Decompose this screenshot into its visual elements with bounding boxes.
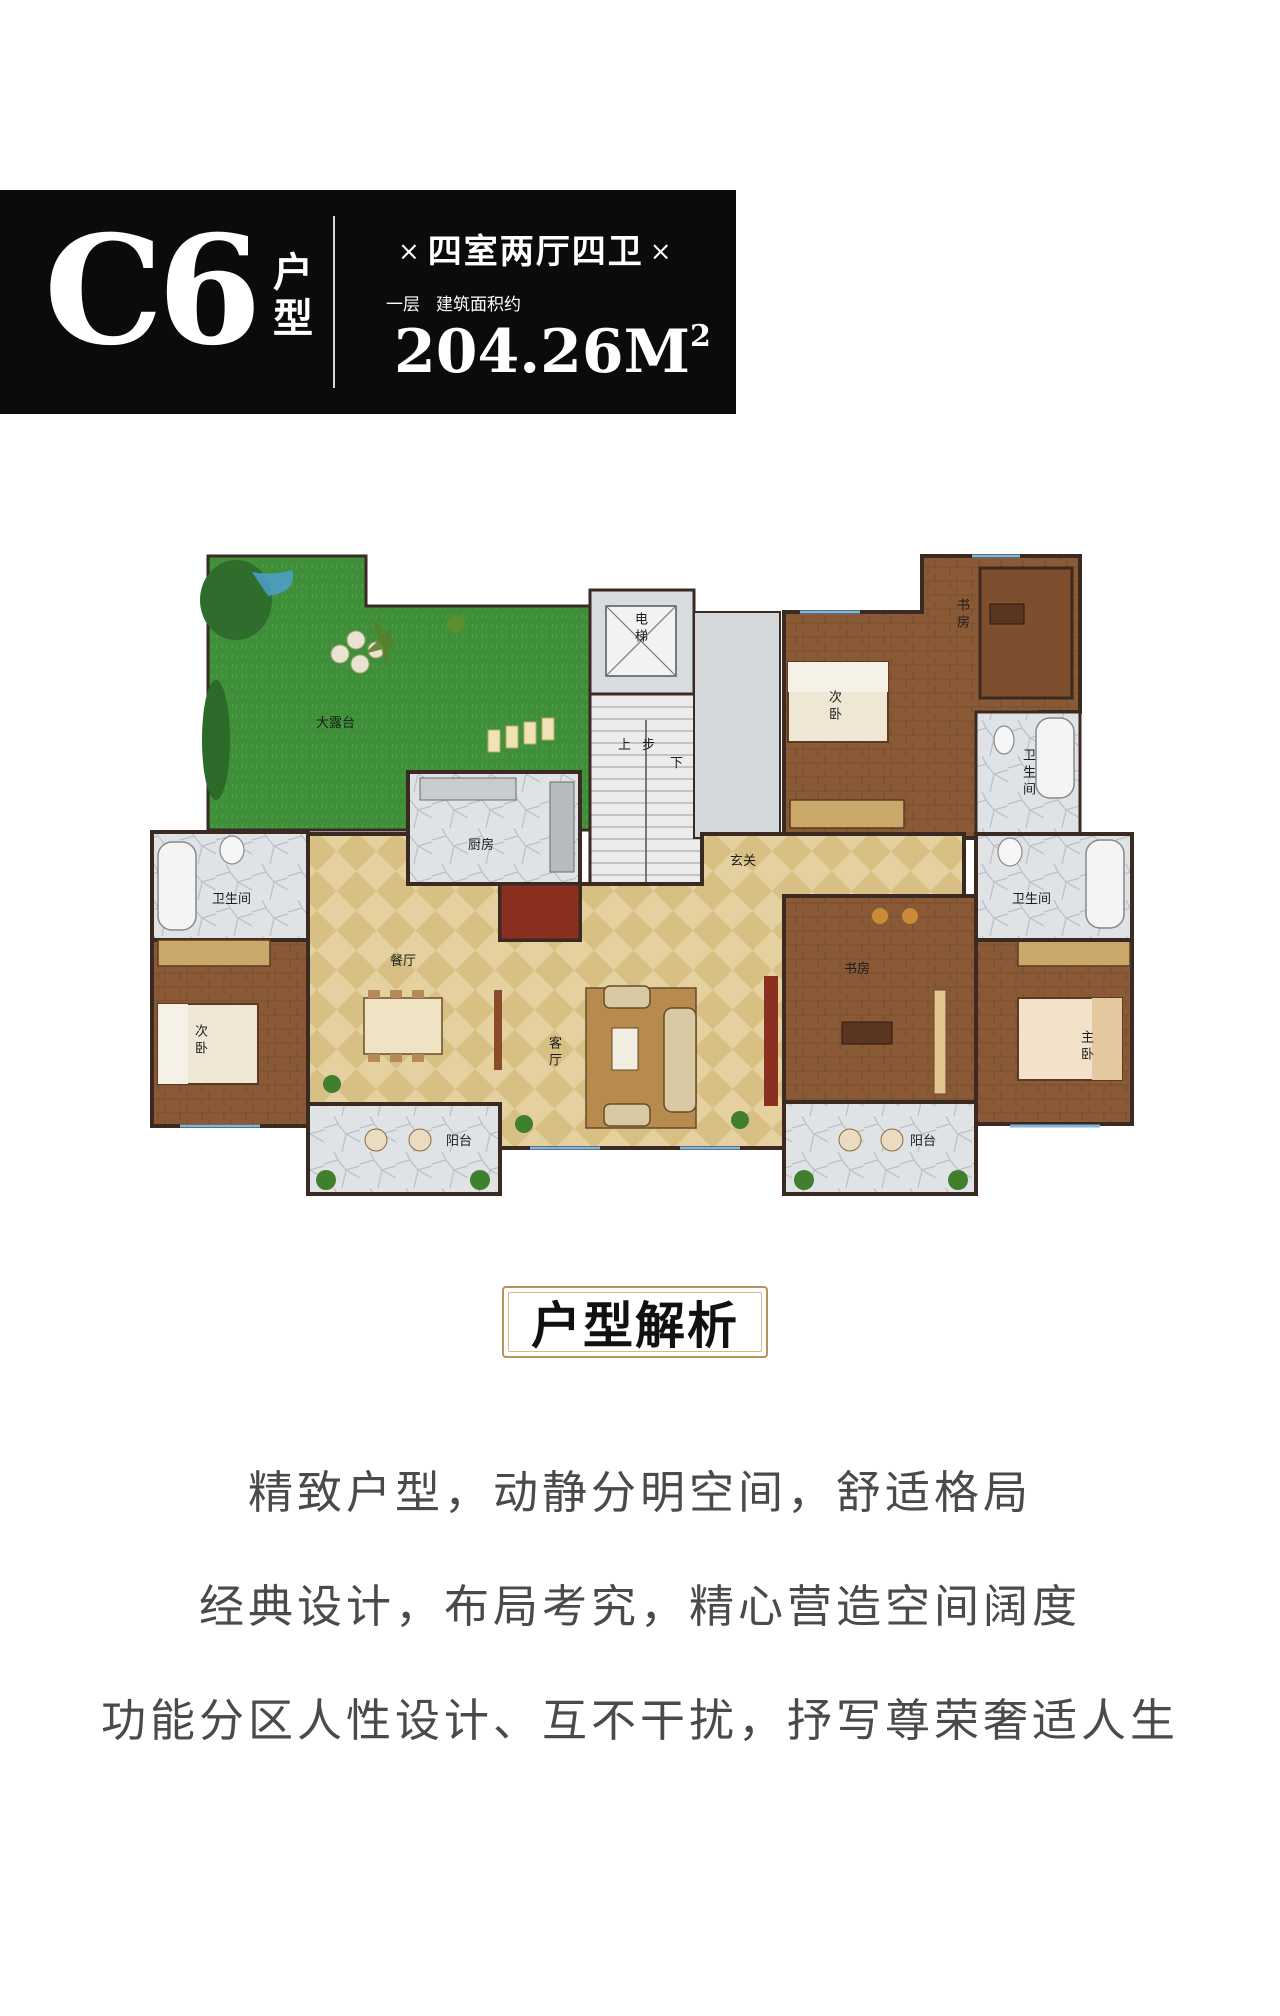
analysis-title: 户型解析	[502, 1286, 768, 1358]
room-master: 主卧	[1078, 1030, 1093, 1064]
x-mark-left: ×	[398, 237, 422, 267]
unit-suffix: 户型	[273, 249, 313, 342]
floor-label: 一层	[386, 295, 420, 315]
layout-text: 四室两厅四卫	[427, 232, 644, 272]
room-bedroom-left: 次卧	[192, 1024, 207, 1058]
area-number: 204.26M	[394, 317, 691, 387]
room-foyer: 玄关	[730, 854, 757, 869]
room-study-right: 书房	[844, 962, 871, 977]
room-balcony-left: 阳台	[446, 1134, 473, 1149]
room-study-top: 书房	[954, 598, 969, 632]
stair-up: 上	[618, 738, 632, 753]
room-kitchen: 厨房	[468, 838, 495, 853]
room-terrace: 大露台	[316, 716, 356, 731]
room-bath-left: 卫生间	[212, 892, 252, 907]
stair-down: 下	[670, 756, 684, 771]
stair-step: 步	[642, 738, 656, 753]
analysis-line-2: 经典设计，布局考究，精心营造空间阔度	[198, 1580, 1081, 1633]
analysis-line-3: 功能分区人性设计、互不干扰，抒写尊荣奢适人生	[100, 1694, 1179, 1747]
room-bedroom-top: 次卧	[826, 690, 841, 724]
room-bath-right: 卫生间	[1012, 892, 1052, 907]
unit-type-badge: C6 户型 ×四室两厅四卫× 一层建筑面积约 204.26M2	[0, 190, 736, 414]
room-living: 客厅	[546, 1036, 561, 1070]
area-label: 建筑面积约	[436, 295, 521, 315]
analysis-line-1: 精致户型，动静分明空间，舒适格局	[247, 1466, 1032, 1519]
unit-code: C6	[44, 203, 262, 379]
badge-divider	[333, 216, 335, 388]
floor-area-caption: 一层建筑面积约	[386, 290, 521, 315]
room-balcony-right: 阳台	[910, 1134, 937, 1149]
room-bath-top: 卫生间	[1020, 748, 1035, 799]
x-mark-right: ×	[649, 237, 674, 267]
area-value: 204.26M2	[394, 319, 711, 383]
room-dining: 餐厅	[390, 954, 417, 969]
area-power: 2	[690, 319, 711, 354]
room-elevator: 电梯	[632, 612, 647, 646]
layout-summary: ×四室两厅四卫×	[392, 224, 680, 273]
